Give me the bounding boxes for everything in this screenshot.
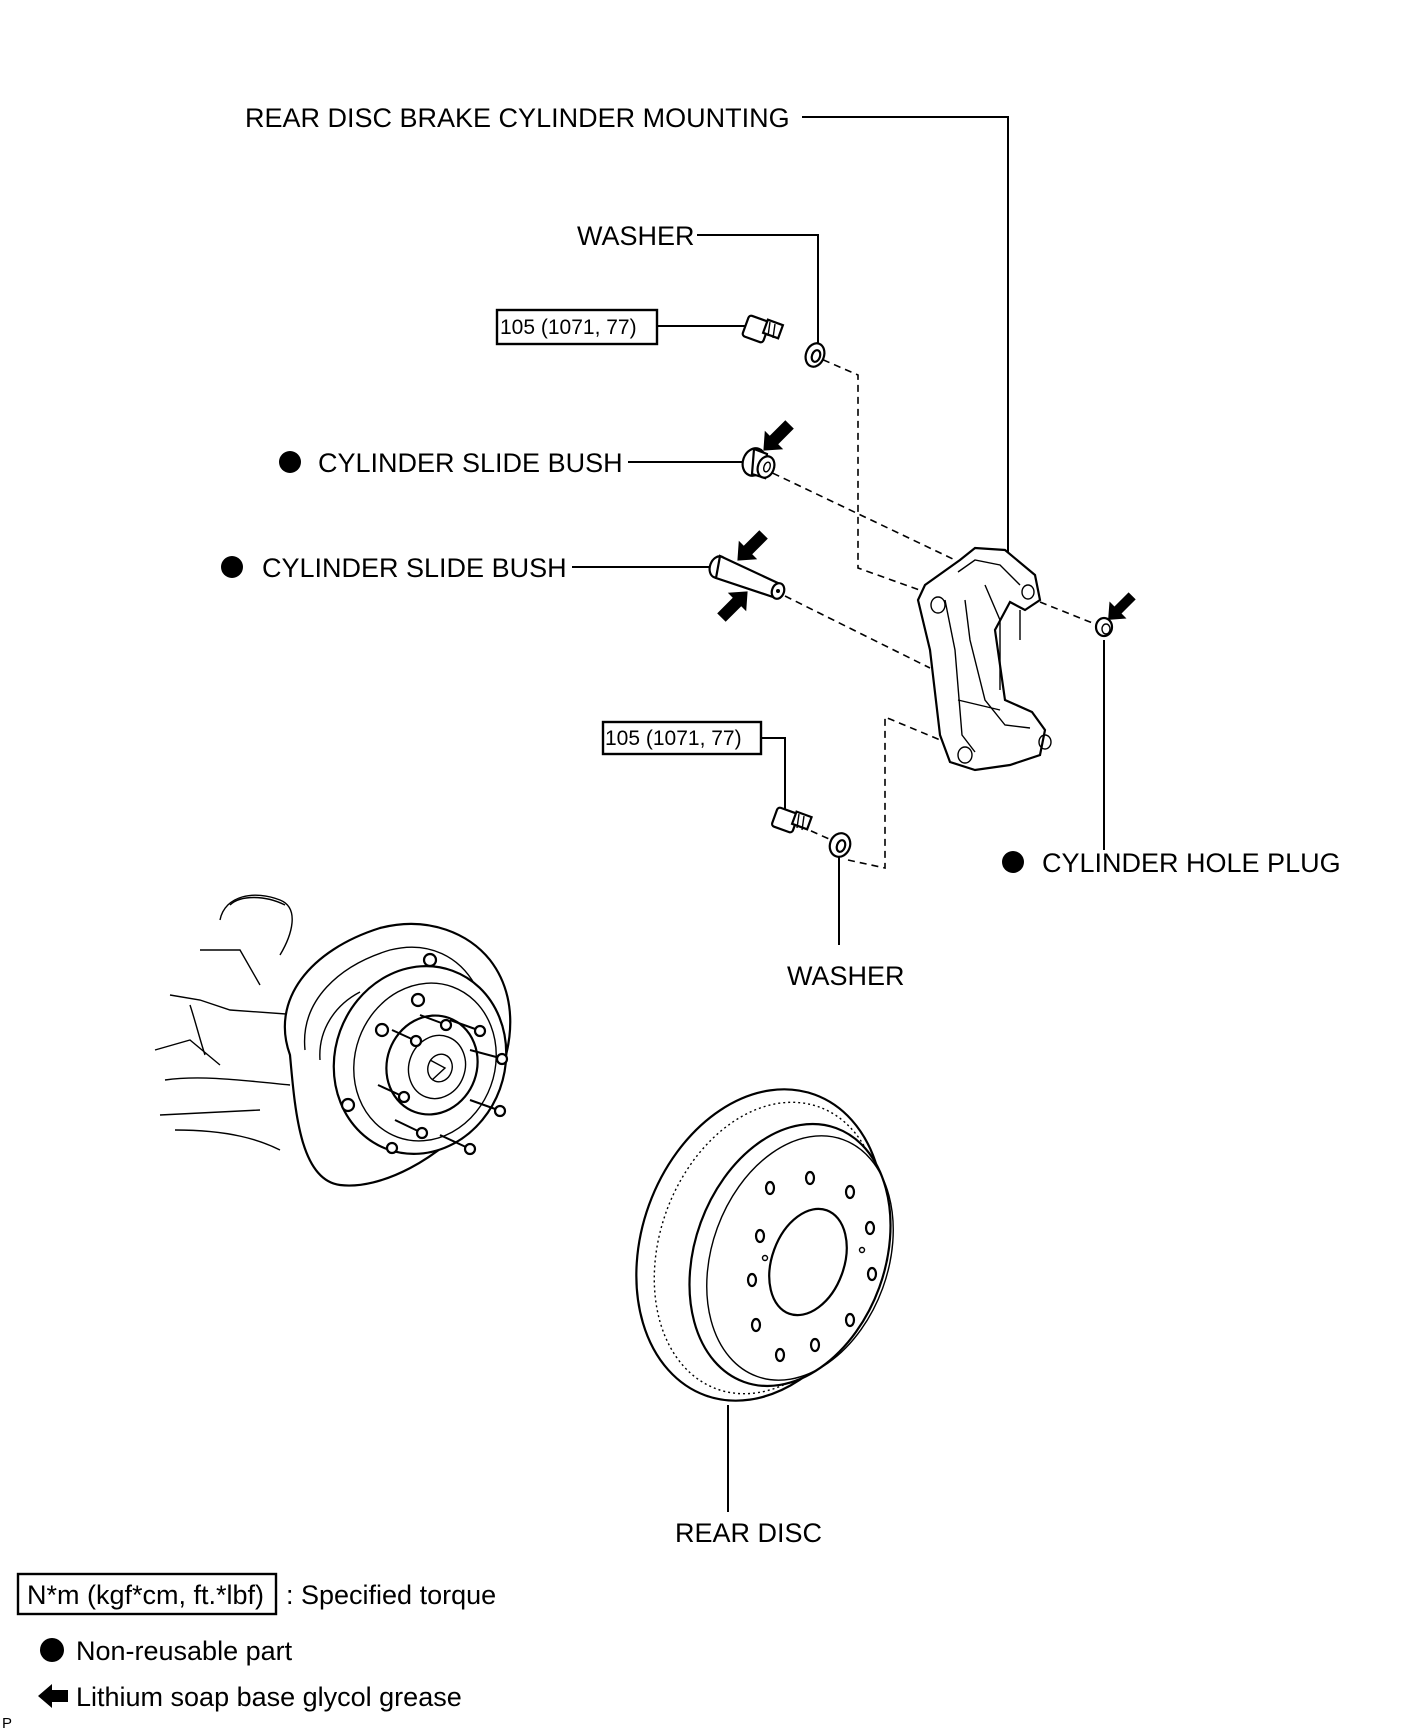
bolt-bottom [770,806,813,834]
arrow-icon [737,530,768,561]
filled-circle-icon [279,451,301,473]
filled-circle-icon [221,556,243,578]
label-rear-disc: REAR DISC [675,1518,822,1548]
axle-hub-assembly [154,894,512,1187]
label-rear-disc-brake-cylinder-mounting: REAR DISC BRAKE CYLINDER MOUNTING [245,103,790,133]
washer-top [804,342,826,368]
legend-torque-text: : Specified torque [286,1580,496,1610]
legend-non-reusable: Non-reusable part [76,1636,293,1666]
rear-disc-rotor [635,1088,894,1402]
torque-value-top: 105 (1071, 77) [500,316,637,339]
legend-torque-units: N*m (kgf*cm, ft.*lbf) [27,1580,264,1610]
label-cylinder-hole-plug: CYLINDER HOLE PLUG [1042,848,1341,878]
grease-arrows [717,420,1136,622]
label-cylinder-slide-bush-1: CYLINDER SLIDE BUSH [318,448,623,478]
label-washer-top: WASHER [577,221,695,251]
corner-mark: P [2,1715,12,1732]
label-washer-bottom: WASHER [787,961,905,991]
cylinder-hole-plug [1094,616,1114,638]
arrow-icon [38,1684,68,1708]
legend-torque-box [16,1572,278,1616]
rear-disc-brake-cylinder-mounting [916,546,1052,772]
cylinder-slide-bush-2 [708,554,786,600]
torque-value-bottom: 105 (1071, 77) [605,727,742,750]
part-labels: REAR DISC BRAKE CYLINDER MOUNTING WASHER… [221,103,1341,1548]
legend: N*m (kgf*cm, ft.*lbf) : Specified torque… [2,1572,496,1732]
hub-bolts [377,1014,509,1156]
cylinder-slide-bush-1 [741,447,776,480]
disc-holes [746,1170,878,1363]
leader-lines [572,116,1105,1512]
torque-box-top [495,308,659,346]
washer-bottom [828,832,852,858]
torque-box-bottom [601,720,763,756]
filled-circle-icon [1002,851,1024,873]
arrow-icon [763,420,794,451]
label-cylinder-slide-bush-2: CYLINDER SLIDE BUSH [262,553,567,583]
legend-grease: Lithium soap base glycol grease [76,1682,462,1712]
arrow-icon [1108,592,1136,620]
bolt-top [741,314,785,344]
arrow-icon [717,591,748,622]
filled-circle-icon [40,1638,64,1662]
